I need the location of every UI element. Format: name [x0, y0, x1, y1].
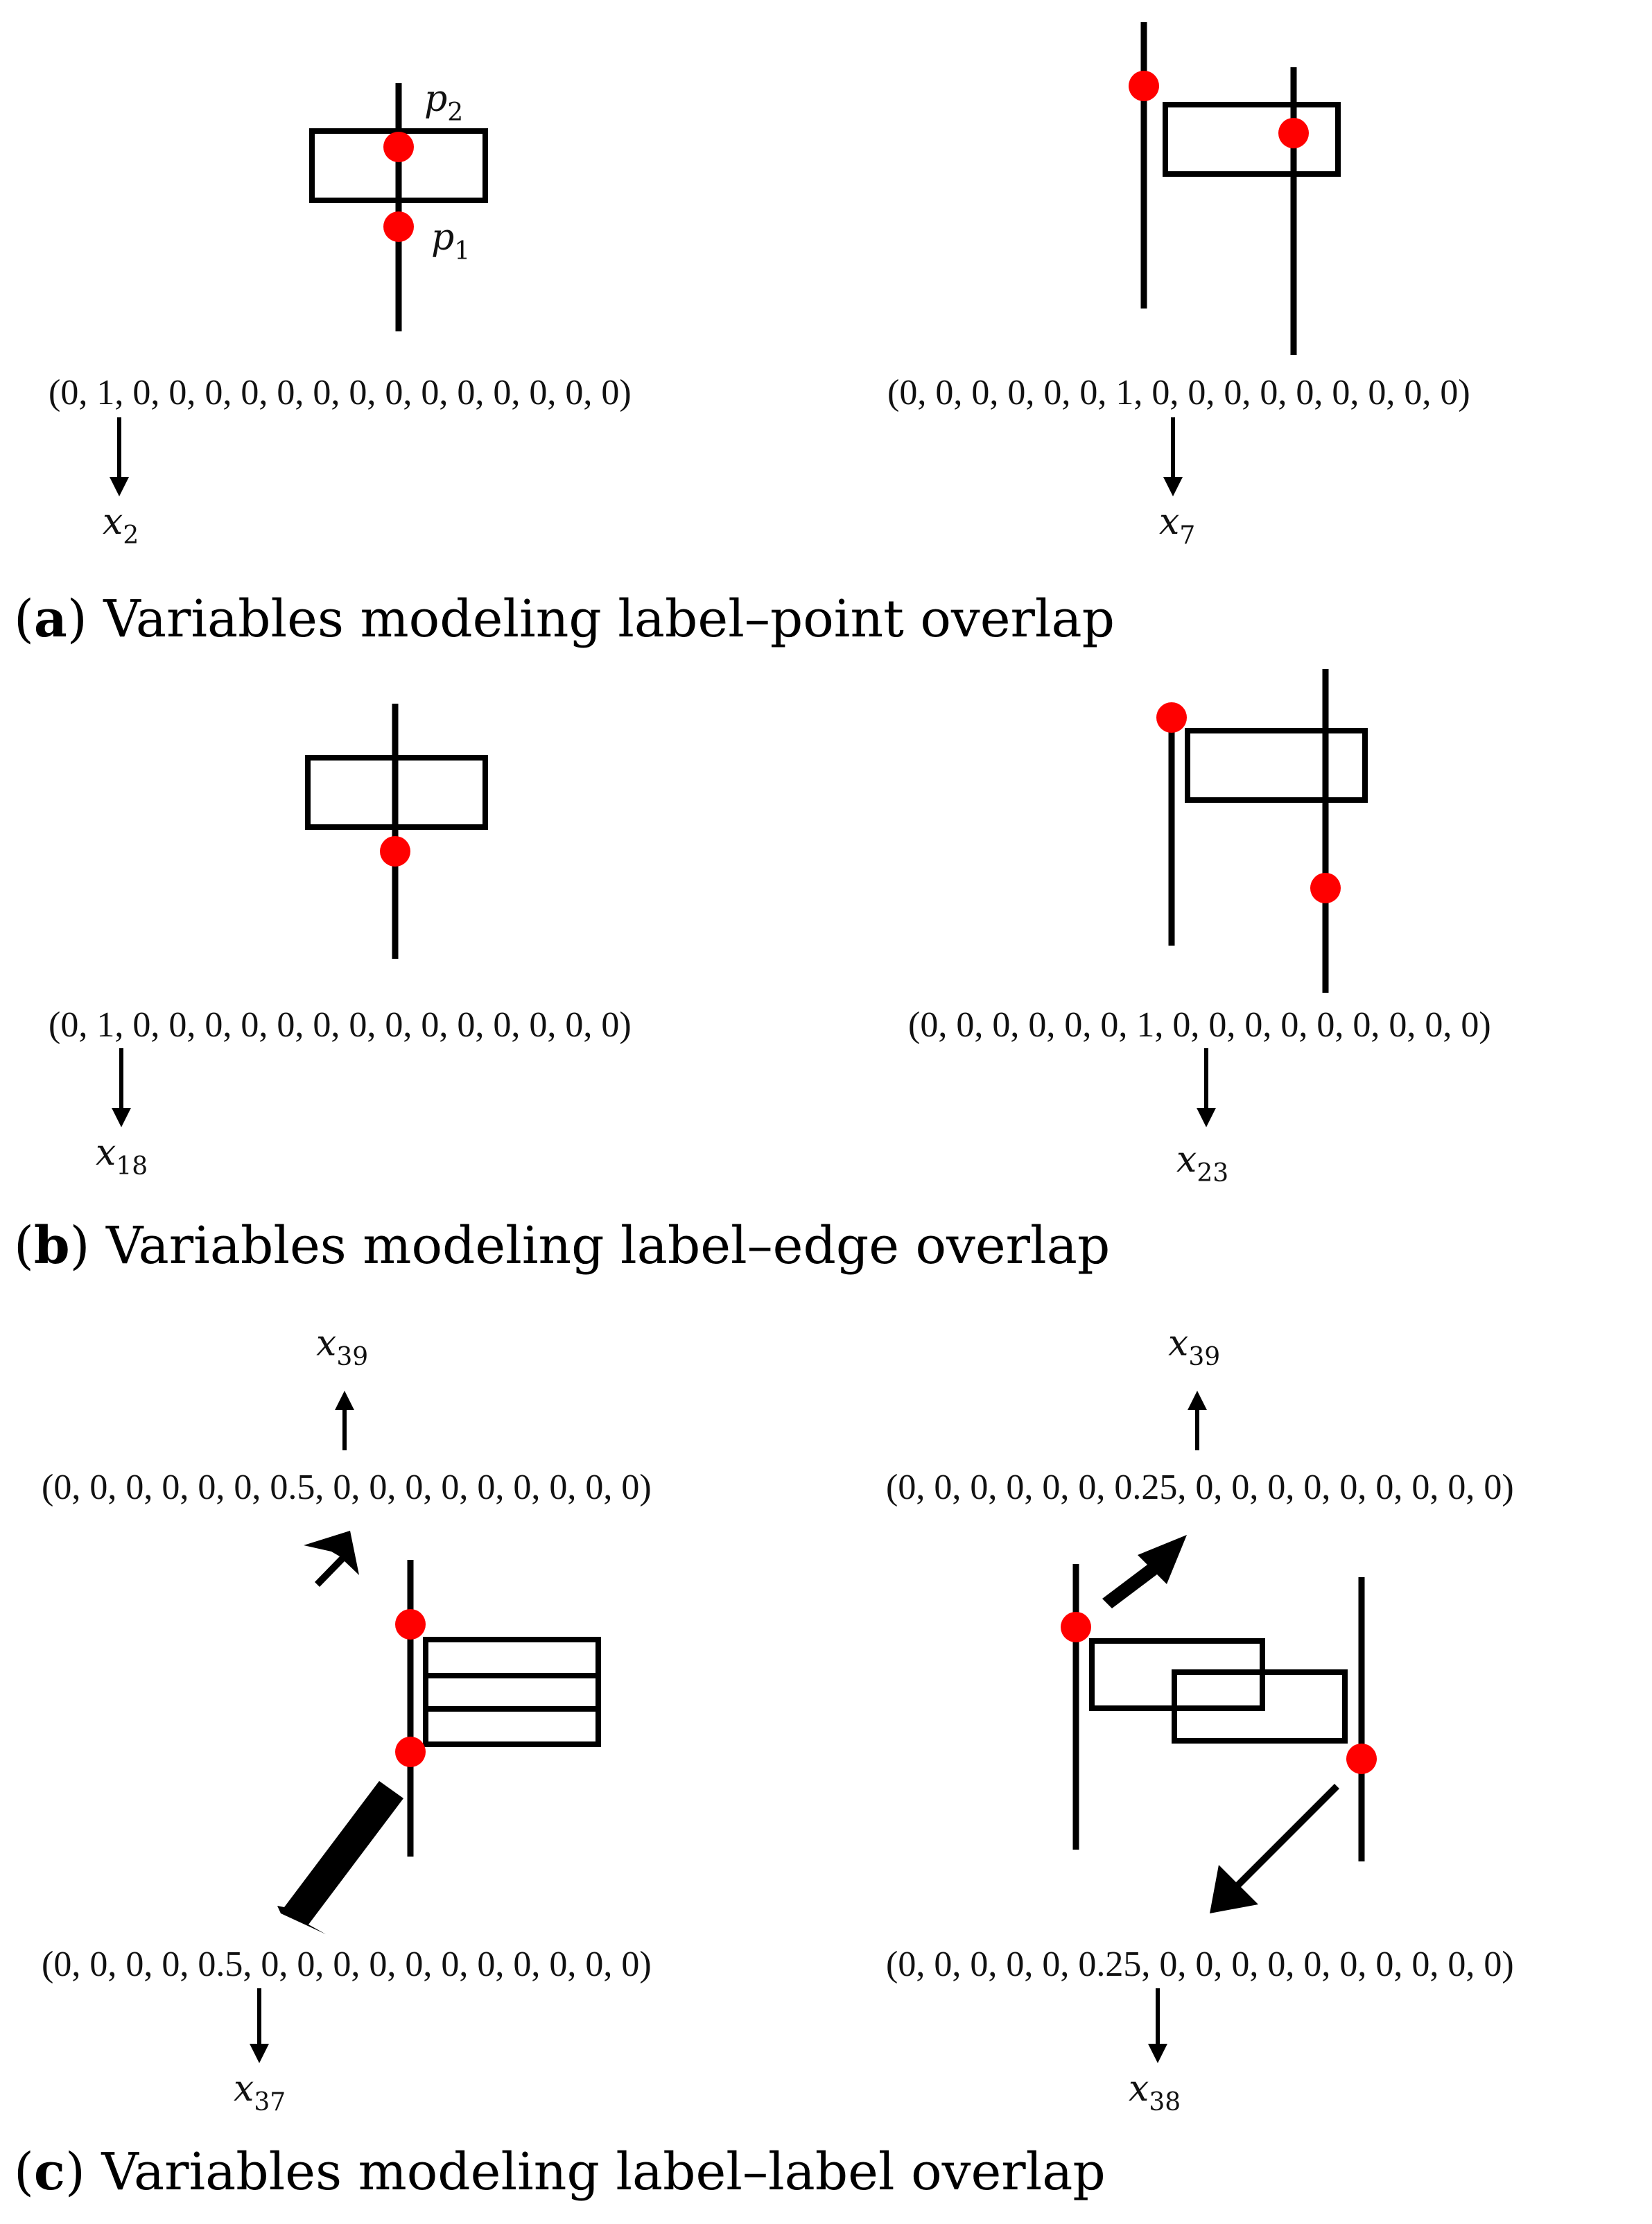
vector-c-right-top: (0, 0, 0, 0, 0, 0, 0.25, 0, 0, 0, 0, 0, … [886, 1468, 1514, 1507]
variable-x2: x2 [103, 501, 139, 550]
variable-x39-left: x39 [316, 1323, 368, 1371]
vector-a-right: (0, 0, 0, 0, 0, 0, 1, 0, 0, 0, 0, 0, 0, … [887, 373, 1470, 412]
point [395, 1609, 426, 1640]
point [1278, 118, 1309, 148]
caption-b: (b) Variables modeling label–edge overla… [14, 1216, 1110, 1276]
panel-b: (0, 1, 0, 0, 0, 0, 0, 0, 0, 0, 0, 0, 0, … [14, 669, 1491, 1276]
variable-x7: x7 [1159, 501, 1195, 550]
arrow-down-x18 [112, 1048, 131, 1127]
label-box [423, 1637, 601, 1678]
label-box [1163, 102, 1341, 177]
arrow-down-x2 [110, 417, 129, 496]
vector-c-right-bottom: (0, 0, 0, 0, 0, 0.25, 0, 0, 0, 0, 0, 0, … [886, 1945, 1514, 1984]
arrow-down-x38 [1148, 1988, 1167, 2063]
vector-b-right: (0, 0, 0, 0, 0, 0, 1, 0, 0, 0, 0, 0, 0, … [908, 1005, 1491, 1045]
point [1346, 1744, 1377, 1774]
panel-b-right-drawing [1156, 669, 1368, 993]
vector-c-left-bottom: (0, 0, 0, 0, 0.5, 0, 0, 0, 0, 0, 0, 0, 0… [42, 1945, 652, 1984]
direction-arrow-down-left [277, 1781, 403, 1934]
arrow-down-x23 [1197, 1048, 1216, 1127]
arrow-down-x7 [1163, 417, 1183, 496]
variable-x37: x37 [234, 2068, 286, 2117]
direction-arrow-up-left [304, 1531, 359, 1587]
vector-b-left: (0, 1, 0, 0, 0, 0, 0, 0, 0, 0, 0, 0, 0, … [49, 1005, 632, 1045]
point [380, 836, 410, 867]
arrow-up-x39-right [1188, 1391, 1207, 1450]
point [395, 1737, 426, 1767]
caption-c: (c) Variables modeling label–label overl… [14, 2142, 1106, 2202]
label-box [423, 1673, 601, 1712]
panel-a-left-drawing: p2 p1 [309, 78, 488, 331]
panel-b-left-drawing [305, 704, 488, 959]
panel-a: p2 p1 (0, 1, 0, 0, 0, 0, 0, 0, 0, 0, 0, … [14, 22, 1470, 649]
variable-x23: x23 [1176, 1139, 1228, 1188]
label-p2: p2 [424, 78, 463, 127]
direction-arrow-up-right [1102, 1535, 1187, 1608]
label-box [1172, 1669, 1348, 1744]
point [1156, 702, 1187, 733]
point [1310, 873, 1341, 903]
panel-c: x39 (0, 0, 0, 0, 0, 0, 0.5, 0, 0, 0, 0, … [14, 1323, 1514, 2202]
panel-c-right-drawing [1061, 1535, 1377, 1913]
variable-x39-right: x39 [1168, 1323, 1220, 1371]
variable-x38: x38 [1129, 2068, 1181, 2117]
point-p2 [383, 132, 414, 162]
variable-x18: x18 [96, 1132, 148, 1181]
point-p1 [383, 211, 414, 242]
direction-arrow-down-left [1210, 1784, 1339, 1913]
label-box [1185, 728, 1368, 803]
point [1129, 71, 1159, 101]
panel-c-left-drawing [277, 1531, 601, 1934]
label-box [423, 1706, 601, 1747]
label-box [309, 128, 488, 203]
arrow-up-x39-left [335, 1391, 354, 1450]
label-p1: p1 [431, 217, 470, 266]
panel-a-right-drawing [1129, 22, 1341, 355]
vector-c-left-top: (0, 0, 0, 0, 0, 0, 0.5, 0, 0, 0, 0, 0, 0… [42, 1468, 652, 1507]
arrow-down-x37 [250, 1988, 269, 2063]
label-box [305, 755, 488, 830]
point [1061, 1612, 1091, 1642]
caption-a: (a) Variables modeling label–point overl… [14, 589, 1115, 649]
vector-a-left: (0, 1, 0, 0, 0, 0, 0, 0, 0, 0, 0, 0, 0, … [49, 373, 632, 412]
